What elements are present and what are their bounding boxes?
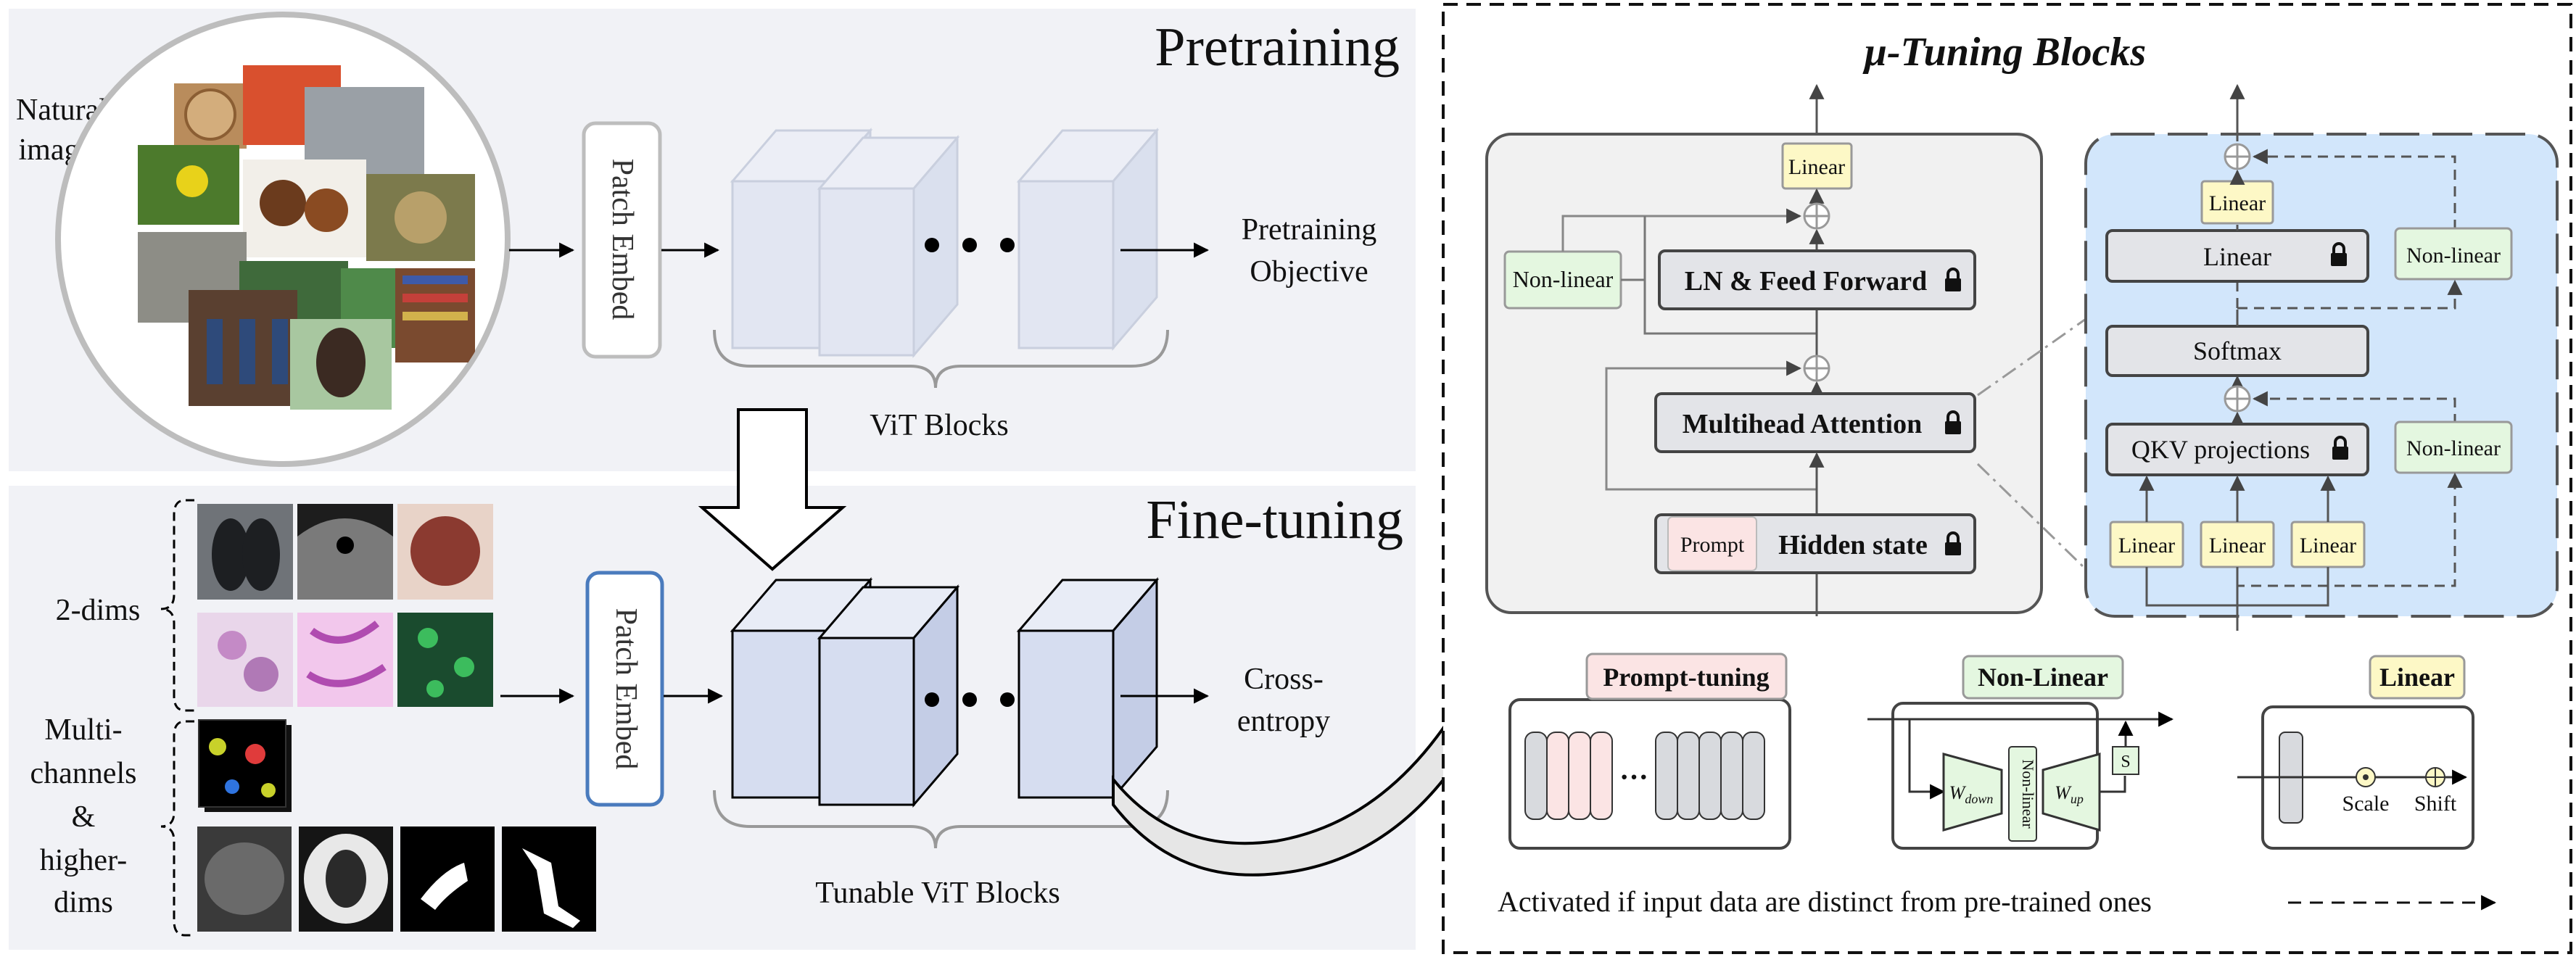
shift-label: Shift bbox=[2414, 792, 2457, 816]
multi-dims-label-5: dims bbox=[54, 886, 113, 919]
prompt-ellipsis: ··· bbox=[1619, 761, 1648, 793]
legend-nonlinear-vertical-label: Non-linear bbox=[2019, 759, 2037, 829]
tunable-vit-block-2 bbox=[817, 584, 960, 808]
attn-linear-v-label: Linear bbox=[2300, 534, 2356, 558]
cross-entropy-label: Cross- bbox=[1244, 663, 1324, 696]
w-down-label: Wdown bbox=[1949, 782, 1994, 806]
block-plus-top bbox=[1803, 202, 1830, 230]
multi-dims-brace bbox=[160, 720, 194, 937]
attn-qkv-label: QKV projections bbox=[2131, 435, 2310, 464]
legend-nonlinear-vertical bbox=[2008, 746, 2037, 842]
two-dims-label: 2-dims bbox=[56, 594, 141, 627]
pretrain-vit-block-3 bbox=[1016, 127, 1160, 352]
hidden-state-label: Hidden state bbox=[1778, 530, 1928, 560]
w-up-label: Wup bbox=[2055, 782, 2084, 806]
prompt-token-label: Prompt bbox=[1680, 533, 1745, 557]
scale-label: Scale bbox=[2342, 792, 2390, 816]
block-nonlinear-label: Non-linear bbox=[1513, 266, 1614, 292]
multi-dims-label-3: & bbox=[72, 800, 96, 834]
prompt-token bbox=[1667, 516, 1757, 571]
attn-linear-big-label: Linear bbox=[2203, 242, 2271, 271]
attn-qkv bbox=[2105, 423, 2369, 476]
legend-s-label: S bbox=[2121, 753, 2130, 771]
prompt-token-sequence bbox=[1524, 732, 1765, 820]
transfer-down-arrow bbox=[698, 408, 847, 571]
legend-prompt-tag bbox=[1585, 652, 1788, 700]
attn-linear-q-label: Linear bbox=[2118, 534, 2175, 558]
two-dims-brace bbox=[160, 499, 194, 712]
pretrain-vit-block-2 bbox=[817, 134, 960, 359]
pretrain-blocks-brace bbox=[713, 329, 1169, 389]
block-linear-top-label: Linear bbox=[1788, 155, 1845, 179]
multi-dims-label-4: higher- bbox=[40, 844, 127, 877]
finetuning-title: Fine-tuning bbox=[1146, 489, 1403, 550]
legend-prompt-tag-label: Prompt-tuning bbox=[1603, 663, 1769, 692]
medical-images-2d bbox=[197, 504, 493, 707]
tunable-blocks-label: Tunable ViT Blocks bbox=[815, 877, 1060, 910]
natural-images-collage bbox=[55, 12, 511, 467]
cross-entropy-label-2: entropy bbox=[1237, 705, 1330, 738]
multi-dims-label-2: channels bbox=[30, 757, 137, 790]
legend-nonlinear-tag-label: Non-Linear bbox=[1978, 663, 2108, 692]
pretrain-patch-embed bbox=[582, 121, 662, 359]
w-up-trapezoid bbox=[2042, 753, 2101, 832]
mu-tuning-title: μ-Tuning Blocks bbox=[1862, 30, 2146, 75]
attn-linear-small-label: Linear bbox=[2209, 191, 2266, 215]
attn-nonlinear-mid-label: Non-linear bbox=[2406, 436, 2501, 460]
attn-nonlinear-top-label: Non-linear bbox=[2406, 244, 2501, 268]
finetune-patch-embed-label: Patch Embed bbox=[609, 608, 643, 770]
attn-plus-mid bbox=[2224, 385, 2251, 413]
legend-linear-tag bbox=[2369, 655, 2466, 700]
finetune-patch-embed bbox=[585, 571, 664, 807]
pretrain-patch-embed-label: Patch Embed bbox=[606, 159, 639, 320]
multihead-attention-label: Multihead Attention bbox=[1683, 409, 1922, 439]
attn-plus-top bbox=[2224, 143, 2251, 170]
ln-feed-forward bbox=[1658, 249, 1976, 310]
attn-linear-k-label: Linear bbox=[2209, 534, 2266, 558]
medical-images-3d bbox=[197, 719, 596, 932]
pretrain-vit-blocks bbox=[730, 127, 1160, 359]
pretrain-blocks-label: ViT Blocks bbox=[870, 409, 1009, 442]
block-plus-mid bbox=[1803, 355, 1830, 382]
attn-softmax-label: Softmax bbox=[2193, 336, 2282, 365]
legend-nonlinear-tag bbox=[1962, 655, 2124, 700]
pretraining-objective: Pretraining bbox=[1242, 213, 1377, 246]
multi-dims-label-1: Multi- bbox=[44, 713, 122, 747]
legend-linear-tag-label: Linear bbox=[2379, 663, 2455, 692]
multihead-attention bbox=[1654, 392, 1976, 453]
activation-footnote: Activated if input data are distinct fro… bbox=[1498, 885, 2152, 918]
ln-feed-forward-label: LN & Feed Forward bbox=[1685, 266, 1928, 297]
tunable-vit-block-3 bbox=[1016, 576, 1160, 801]
tunable-vit-blocks bbox=[730, 576, 1160, 808]
w-down-trapezoid bbox=[1942, 753, 2003, 832]
finetune-ellipsis bbox=[925, 692, 1015, 707]
pretraining-objective-2: Objective bbox=[1250, 255, 1368, 289]
pretrain-ellipsis bbox=[925, 238, 1015, 252]
pretraining-title: Pretraining bbox=[1155, 17, 1400, 78]
